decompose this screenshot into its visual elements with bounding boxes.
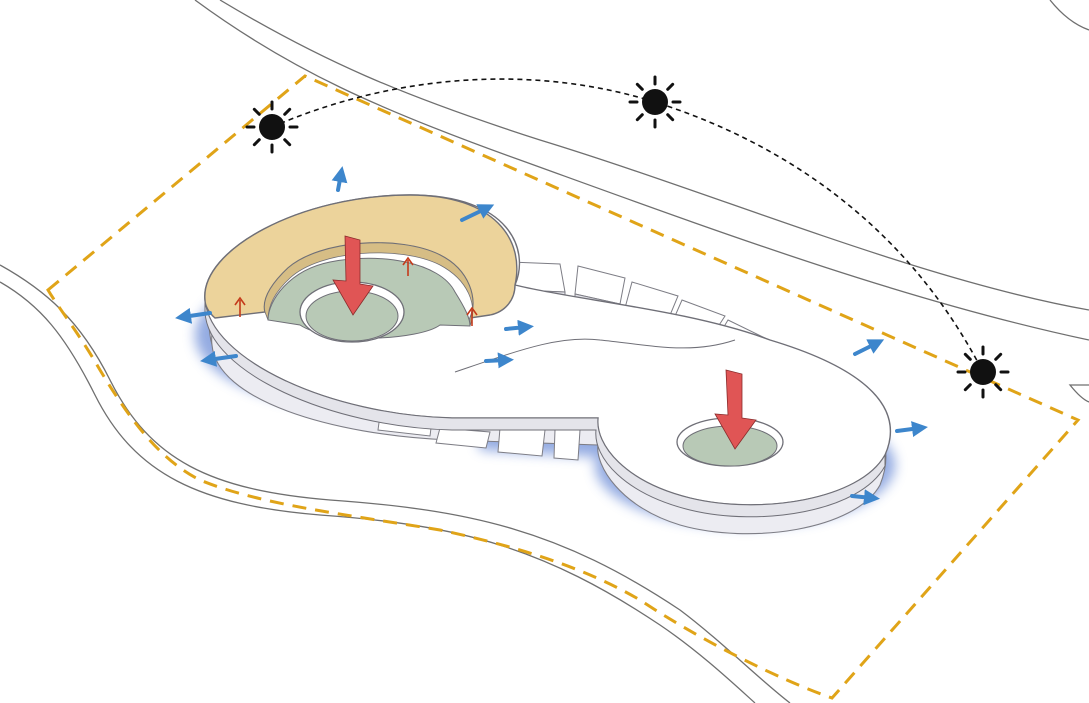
sun-path <box>271 78 984 373</box>
suns <box>245 75 1010 399</box>
road-upper-edge-4 <box>1068 384 1089 403</box>
sun-icon <box>245 100 299 154</box>
road-upper-edge-1 <box>194 0 1089 341</box>
outward-arrow-icon <box>850 489 880 506</box>
sun-icon <box>956 345 1010 399</box>
terrace-block <box>553 429 581 461</box>
outward-arrow-icon <box>460 204 495 222</box>
up-arrow-icon <box>466 306 478 326</box>
heat-arrows <box>234 256 478 326</box>
up-arrow-icon <box>402 256 414 276</box>
up-arrow-icon <box>234 296 246 317</box>
road-lower-edge-2 <box>0 281 756 703</box>
outward-arrow-icon <box>853 339 885 356</box>
outward-arrow-icon <box>504 319 534 336</box>
outward-arrow-icon <box>175 307 212 324</box>
site-boundary <box>46 74 1081 700</box>
down-arrow-icon <box>332 235 374 316</box>
outward-arrow-icon <box>895 421 928 437</box>
road-upper-edge-3 <box>1049 0 1089 31</box>
terrace-block <box>435 427 491 449</box>
roof-plate-edge <box>204 299 886 518</box>
light-arrows <box>332 235 757 450</box>
outward-arrow-icon <box>200 350 238 367</box>
sun-icon <box>628 75 682 129</box>
down-arrow-icon <box>714 369 757 450</box>
outward-arrow-icon <box>484 352 514 369</box>
outward-arrow-icon <box>331 166 348 192</box>
road-upper-edge-2 <box>219 0 1089 311</box>
terrace-block <box>497 427 546 457</box>
wind-arrows <box>175 166 928 506</box>
road-lower-edge-1 <box>0 264 791 703</box>
